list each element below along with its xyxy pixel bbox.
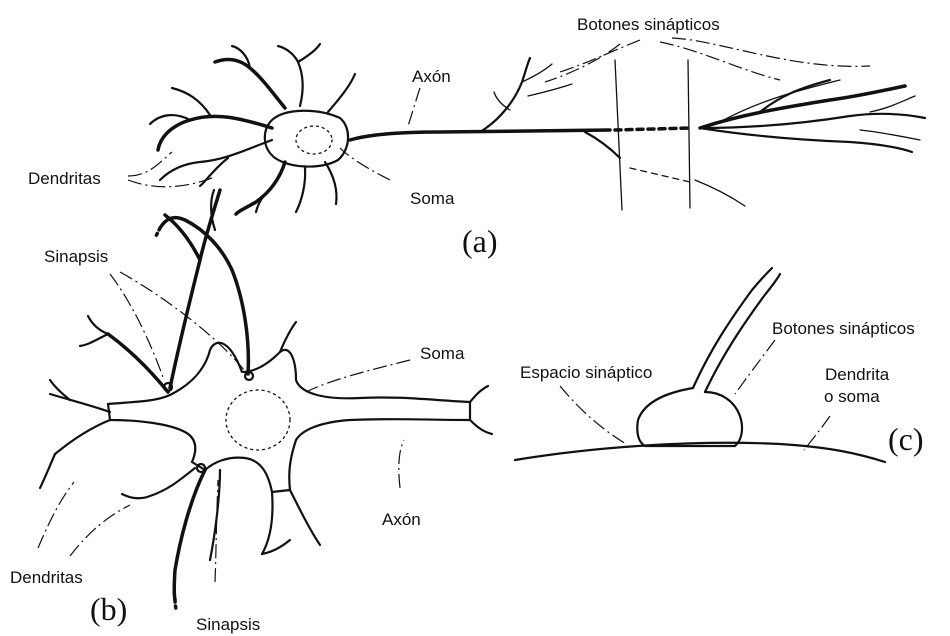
panel-c-label-dendrita-line1: Dendrita	[825, 365, 890, 384]
panel-a-label-botones: Botones sinápticos	[577, 15, 720, 34]
panel-a-label-soma: Soma	[410, 189, 455, 208]
panel-c-caption: (c)	[888, 421, 924, 457]
panel-a-label-axon: Axón	[412, 67, 451, 86]
panel-b-label-dendritas: Dendritas	[10, 568, 83, 587]
panel-a-nucleus	[296, 126, 332, 154]
panel-b-label-sinapsis-top: Sinapsis	[44, 247, 108, 266]
panel-a-label-dendritas: Dendritas	[28, 169, 101, 188]
panel-b-label-soma: Soma	[420, 344, 465, 363]
panel-a-caption: (a)	[462, 223, 498, 259]
panel-c-leaders	[560, 340, 830, 450]
panel-b-caption: (b)	[90, 591, 127, 627]
panel-b-nucleus	[226, 390, 290, 450]
panel-a-neuron	[150, 44, 925, 214]
cut-line-left	[615, 60, 622, 210]
panel-b-label-sinapsis-bottom: Sinapsis	[196, 615, 260, 634]
panel-c-label-botones: Botones sinápticos	[772, 319, 915, 338]
cut-line-right	[688, 60, 690, 208]
panel-b-label-axon: Axón	[382, 510, 421, 529]
panel-c-label-dendrita-line2: o soma	[824, 387, 880, 406]
panel-c-label-espacio: Espacio sináptico	[520, 363, 652, 382]
